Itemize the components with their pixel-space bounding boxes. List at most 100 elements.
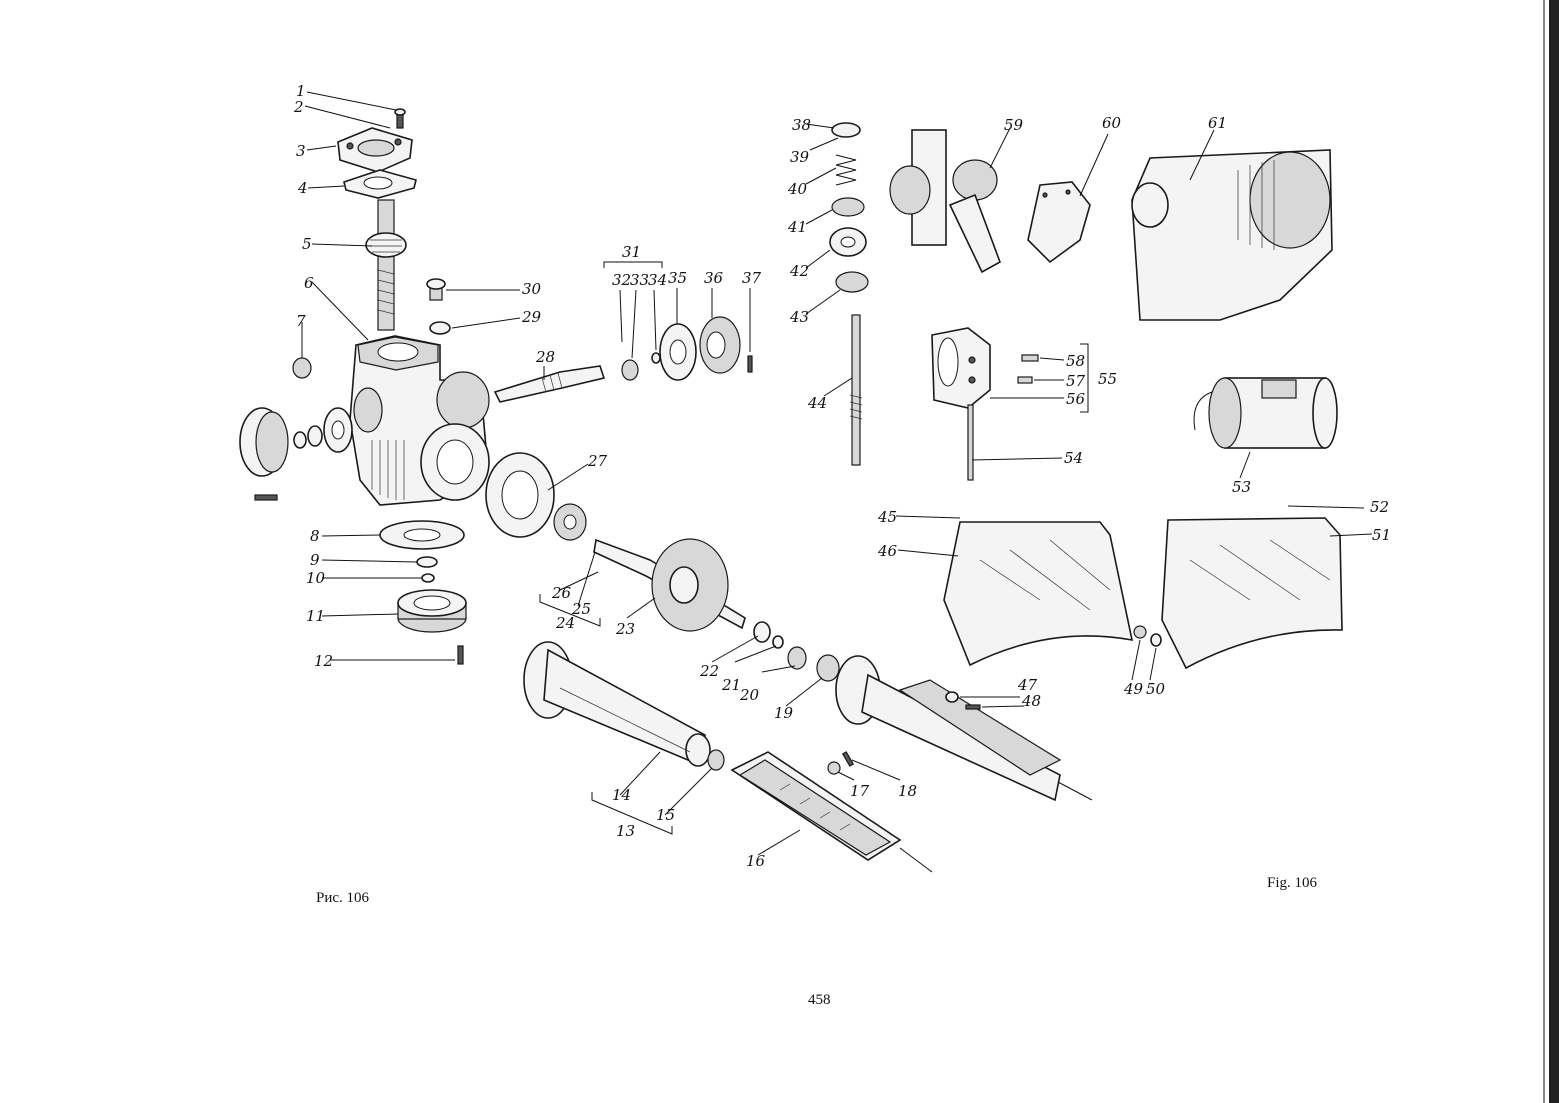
callout-11: 11 xyxy=(306,607,325,625)
callout-29: 29 xyxy=(521,308,542,326)
part-61-motor-assembly xyxy=(1131,149,1333,321)
part-59-valve-body xyxy=(889,129,1001,274)
part-27-flange-ring xyxy=(485,452,555,538)
callout-7: 7 xyxy=(296,312,306,330)
callout-23: 23 xyxy=(615,620,635,638)
callout-15: 15 xyxy=(656,806,675,824)
callout-55: 55 xyxy=(1098,370,1117,388)
part-14-tube xyxy=(523,641,711,767)
part-60-plate xyxy=(1027,181,1091,264)
callout-13: 13 xyxy=(616,822,635,840)
callout-24: 24 xyxy=(555,614,575,632)
callout-33: 33 xyxy=(630,271,649,289)
part-46-panel xyxy=(943,521,1134,667)
part-25-gear xyxy=(553,503,587,541)
part-42-gear xyxy=(829,227,867,257)
callout-26: 26 xyxy=(551,584,572,602)
callout-56: 56 xyxy=(1066,390,1086,408)
part-30-bolt xyxy=(426,278,446,301)
callout-8: 8 xyxy=(310,527,320,545)
callout-52: 52 xyxy=(1370,498,1389,516)
callout-10: 10 xyxy=(306,569,326,587)
page-number: 458 xyxy=(808,992,831,1008)
leader-lines xyxy=(301,91,1373,856)
part-20-nut xyxy=(787,646,807,670)
part-19-bushing xyxy=(816,654,840,682)
callout-57: 57 xyxy=(1066,372,1086,390)
callout-60: 60 xyxy=(1102,114,1122,132)
callout-27: 27 xyxy=(587,452,608,470)
part-17-nut xyxy=(827,761,841,775)
callout-42: 42 xyxy=(789,262,809,280)
part-39-washer xyxy=(831,122,861,138)
part-44-spindle xyxy=(849,314,863,466)
callout-22: 22 xyxy=(699,662,719,680)
part-49-nut xyxy=(1133,625,1147,639)
part-4-gasket xyxy=(343,169,417,199)
part-23-shaft-flange xyxy=(593,538,746,632)
callout-51: 51 xyxy=(1372,526,1391,544)
callout-37: 37 xyxy=(742,269,762,287)
callout-17: 17 xyxy=(850,782,870,800)
part-11-collar xyxy=(397,589,467,633)
part-43-hub xyxy=(835,271,869,293)
part-9-ring xyxy=(416,556,438,568)
part-16-frame xyxy=(730,751,933,873)
callout-48: 48 xyxy=(1021,692,1041,710)
callout-6: 6 xyxy=(304,274,314,292)
part-34-washer xyxy=(651,352,661,364)
callout-4: 4 xyxy=(297,179,308,197)
part-55-bracket xyxy=(931,327,991,409)
part-58-nipple xyxy=(1021,354,1039,362)
callout-61: 61 xyxy=(1208,114,1227,132)
part-15-bushing xyxy=(707,749,725,771)
caption-english: Fig. 106 xyxy=(1267,875,1318,891)
part-57-nipple xyxy=(1017,376,1033,384)
callout-32: 32 xyxy=(612,271,631,289)
part-47-washer xyxy=(945,691,959,703)
callout-25: 25 xyxy=(571,600,591,618)
part-54-bolt xyxy=(967,404,974,481)
callout-46: 46 xyxy=(877,542,898,560)
part-18-pin xyxy=(841,751,855,767)
callout-3: 3 xyxy=(296,142,306,160)
left-end-cap xyxy=(239,407,353,501)
part-50-washer xyxy=(1150,633,1162,647)
callout-58: 58 xyxy=(1066,352,1085,370)
callout-47: 47 xyxy=(1017,676,1038,694)
callout-40: 40 xyxy=(787,180,808,198)
callout-50: 50 xyxy=(1146,680,1166,698)
callout-36: 36 xyxy=(704,269,724,287)
part-7-plug xyxy=(292,357,312,379)
part-21-ring xyxy=(772,635,784,649)
callout-12: 12 xyxy=(314,652,333,670)
callout-30: 30 xyxy=(522,280,542,298)
callout-35: 35 xyxy=(668,269,687,287)
callout-18: 18 xyxy=(898,782,917,800)
part-1-screw xyxy=(394,108,406,129)
callout-59: 59 xyxy=(1004,116,1024,134)
callout-41: 41 xyxy=(787,218,807,236)
callout-2: 2 xyxy=(293,98,304,116)
part-35-flange xyxy=(659,323,697,381)
callout-19: 19 xyxy=(774,704,794,722)
callout-38: 38 xyxy=(792,116,811,134)
callout-21: 21 xyxy=(721,676,741,694)
part-41-ring xyxy=(831,197,865,217)
part-10-ring xyxy=(421,573,435,583)
part-22-ring xyxy=(753,621,771,643)
part-36-flange xyxy=(699,316,741,374)
part-29-ring xyxy=(429,321,451,335)
binding-edge xyxy=(1549,0,1559,1103)
part-3-cover xyxy=(337,127,413,173)
caption-russian: Рис. 106 xyxy=(316,890,370,906)
callout-labels: 1 2 3 4 5 6 7 8 9 10 11 12 13 14 15 16 1… xyxy=(293,82,1391,870)
callout-45: 45 xyxy=(877,508,897,526)
callout-14: 14 xyxy=(612,786,631,804)
part-51-panel xyxy=(1161,517,1343,670)
callout-1: 1 xyxy=(296,82,306,100)
part-53-motor xyxy=(1193,377,1338,449)
part-12-screw xyxy=(457,645,464,665)
callout-9: 9 xyxy=(310,551,320,569)
